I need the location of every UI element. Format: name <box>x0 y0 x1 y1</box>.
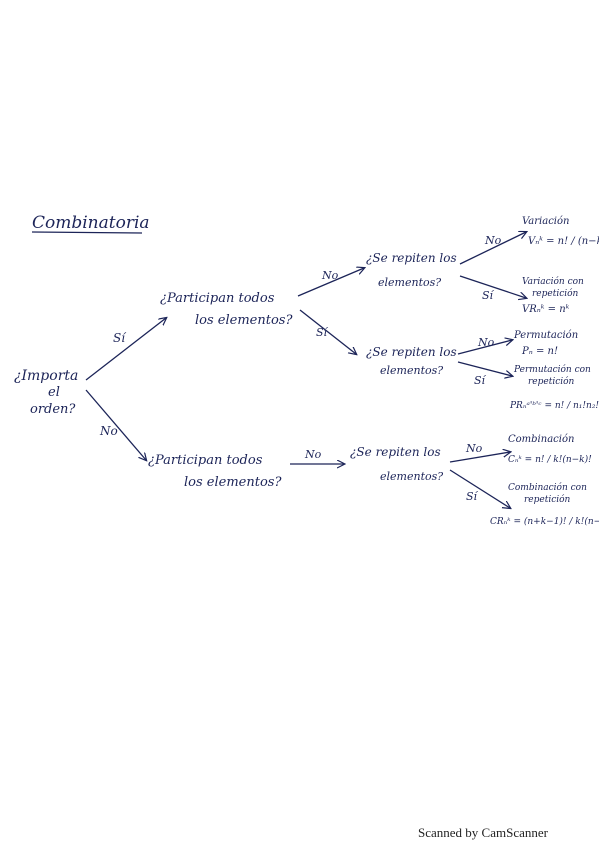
result-permutacion-formula: Pₙ = n! <box>521 346 558 357</box>
q-repiten-bottom-line-2: elementos? <box>380 470 443 483</box>
edge-label-root-no: No <box>99 424 118 438</box>
arrow-repiten-bottom-si <box>449 469 510 508</box>
arrow-participan-no <box>297 268 364 297</box>
arrow-participan-si <box>299 309 356 354</box>
root-line-3: orden? <box>30 402 76 417</box>
edge-label-repiten-top-si: Sí <box>482 289 495 302</box>
edge-label-repiten-mid-no: No <box>477 336 495 349</box>
result-combinacion-rep-label-2: repetición <box>524 494 571 505</box>
edge-label-repiten-bottom-no: No <box>465 442 483 455</box>
q-participan-upper-line-1: ¿Participan todos <box>160 291 275 306</box>
edge-label-participan-si: Sí <box>316 326 329 339</box>
q-participan-lower-line-1: ¿Participan todos <box>148 453 263 468</box>
root-line-2: el <box>48 385 60 400</box>
result-combinacion-rep-formula: CRₙᵏ = (n+k−1)! / k!(n−1)! <box>490 516 599 527</box>
edge-label-repiten-top-no: No <box>484 234 502 247</box>
result-permutacion-rep-label-2: repetición <box>528 376 575 387</box>
edge-label-repiten-bottom-si: Sí <box>466 490 479 503</box>
q-repiten-top-line-2: elementos? <box>378 276 441 289</box>
root-line-1: ¿Importa <box>14 368 78 384</box>
result-permutacion-rep-formula: PRₙᵃ'ᵇ'ᶜ = n! / n₁!n₂!… <box>509 401 599 411</box>
q-participan-lower-line-2: los elementos? <box>184 475 282 490</box>
edge-label-repiten-mid-si: Sí <box>474 374 487 387</box>
arrow-repiten-top-si <box>459 275 526 298</box>
arrow-root-si <box>85 318 166 381</box>
result-variacion-formula: Vₙᵏ = n! / (n−k)! <box>528 236 599 247</box>
title: Combinatoria <box>32 213 150 233</box>
edge-label-participan-lower-no: No <box>304 448 322 461</box>
arrow-repiten-bottom-no <box>449 452 510 463</box>
q-repiten-mid-line-2: elementos? <box>380 364 443 377</box>
result-combinacion-formula: Cₙᵏ = n! / k!(n−k)! <box>508 454 592 465</box>
result-combinacion-rep-label-1: Combinación con <box>508 482 587 493</box>
result-variacion-rep-formula: VRₙᵏ = nᵏ <box>522 304 570 315</box>
edge-label-participan-no: No <box>321 269 339 282</box>
title-underline <box>31 231 143 234</box>
edge-label-root-si: Sí <box>113 331 127 345</box>
camscanner-footer: Scanned by CamScanner <box>418 825 548 840</box>
q-participan-upper-line-2: los elementos? <box>195 313 293 328</box>
q-repiten-mid-line-1: ¿Se repiten los <box>366 345 457 359</box>
arrow-repiten-top-no <box>459 232 526 265</box>
arrow-repiten-mid-no <box>457 340 512 355</box>
arrow-root-no <box>85 389 146 460</box>
arrow-repiten-mid-si <box>457 361 512 376</box>
result-combinacion-label: Combinación <box>508 434 574 445</box>
q-repiten-bottom-line-1: ¿Se repiten los <box>350 445 441 459</box>
result-permutacion-label: Permutación <box>513 330 578 341</box>
result-permutacion-rep-label-1: Permutación con <box>513 364 591 375</box>
q-repiten-top-line-1: ¿Se repiten los <box>366 251 457 265</box>
result-variacion-rep-label-2: repetición <box>532 288 579 299</box>
result-variacion-label: Variación <box>522 216 569 227</box>
result-variacion-rep-label-1: Variación con <box>522 276 584 287</box>
